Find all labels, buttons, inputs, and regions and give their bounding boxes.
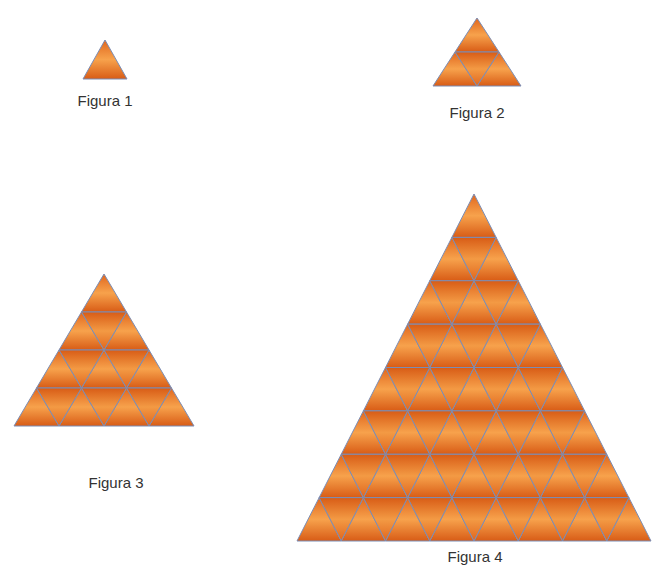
small-triangle	[455, 18, 499, 52]
small-triangle	[37, 388, 82, 426]
small-triangle	[82, 274, 127, 312]
small-triangle	[430, 281, 474, 324]
small-triangle	[82, 388, 127, 426]
small-triangle	[563, 454, 607, 497]
figure-label: Figura 3	[88, 474, 143, 491]
small-triangle	[496, 411, 540, 454]
small-triangle	[386, 454, 430, 497]
small-triangle	[319, 498, 363, 541]
small-triangle	[540, 411, 584, 454]
small-triangle	[452, 411, 496, 454]
small-triangle	[518, 368, 562, 411]
small-triangle	[474, 454, 518, 497]
small-triangle	[341, 454, 385, 497]
small-triangle	[363, 411, 407, 454]
small-triangle	[408, 498, 452, 541]
small-triangle	[82, 312, 127, 350]
small-triangle	[127, 388, 172, 426]
small-triangle	[386, 368, 430, 411]
small-triangle	[363, 498, 407, 541]
small-triangle	[496, 324, 540, 367]
small-triangle	[59, 350, 104, 388]
small-triangle	[540, 498, 584, 541]
small-triangle	[474, 368, 518, 411]
small-triangle	[452, 324, 496, 367]
small-triangle	[518, 454, 562, 497]
figure-label: Figura 2	[449, 104, 504, 121]
small-triangle	[474, 281, 518, 324]
small-triangle	[452, 498, 496, 541]
figure-label: Figura 1	[77, 92, 132, 109]
small-triangle	[455, 52, 499, 86]
small-triangle	[408, 324, 452, 367]
small-triangle	[430, 454, 474, 497]
small-triangle	[452, 194, 496, 237]
small-triangle	[430, 368, 474, 411]
small-triangle	[585, 498, 629, 541]
small-triangle	[496, 498, 540, 541]
small-triangle	[408, 411, 452, 454]
figure-label: Figura 4	[447, 548, 502, 565]
small-triangle	[83, 40, 127, 79]
small-triangle	[452, 237, 496, 280]
small-triangle	[104, 350, 149, 388]
